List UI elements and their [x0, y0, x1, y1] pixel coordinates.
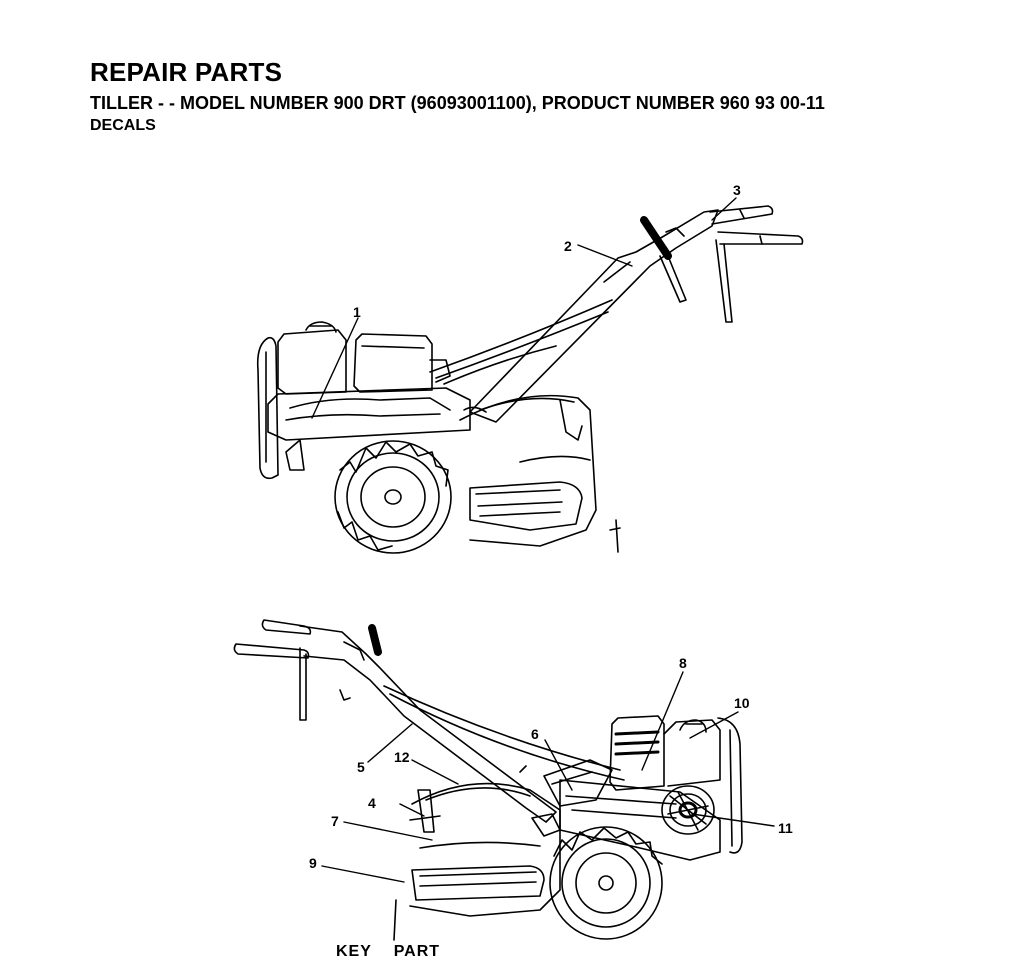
callout-2: 2 [564, 238, 572, 254]
callout-12: 12 [394, 749, 410, 765]
tiller-top-illustration [256, 205, 804, 554]
callout-10: 10 [734, 695, 750, 711]
tiller-bottom-illustration [233, 619, 743, 941]
part-column-header: PART [393, 943, 441, 960]
callout-4: 4 [368, 795, 376, 811]
callout-9: 9 [309, 855, 317, 871]
model-subtitle: TILLER - - MODEL NUMBER 900 DRT (9609300… [90, 93, 825, 113]
callout-leader-lines [311, 197, 775, 883]
callout-7: 7 [331, 813, 339, 829]
parts-table-header-cut: KEY PART [336, 940, 440, 966]
callout-1: 1 [353, 304, 361, 320]
callout-8: 8 [679, 655, 687, 671]
section-heading: DECALS [90, 117, 156, 134]
callout-5: 5 [357, 759, 365, 775]
callout-numbers: 1 2 3 4 5 6 7 8 9 10 11 12 [309, 182, 793, 871]
page-title: REPAIR PARTS [90, 57, 283, 87]
key-column-header: KEY [336, 943, 372, 960]
callout-3: 3 [733, 182, 741, 198]
callout-11: 11 [778, 820, 793, 836]
callout-6: 6 [531, 726, 539, 742]
